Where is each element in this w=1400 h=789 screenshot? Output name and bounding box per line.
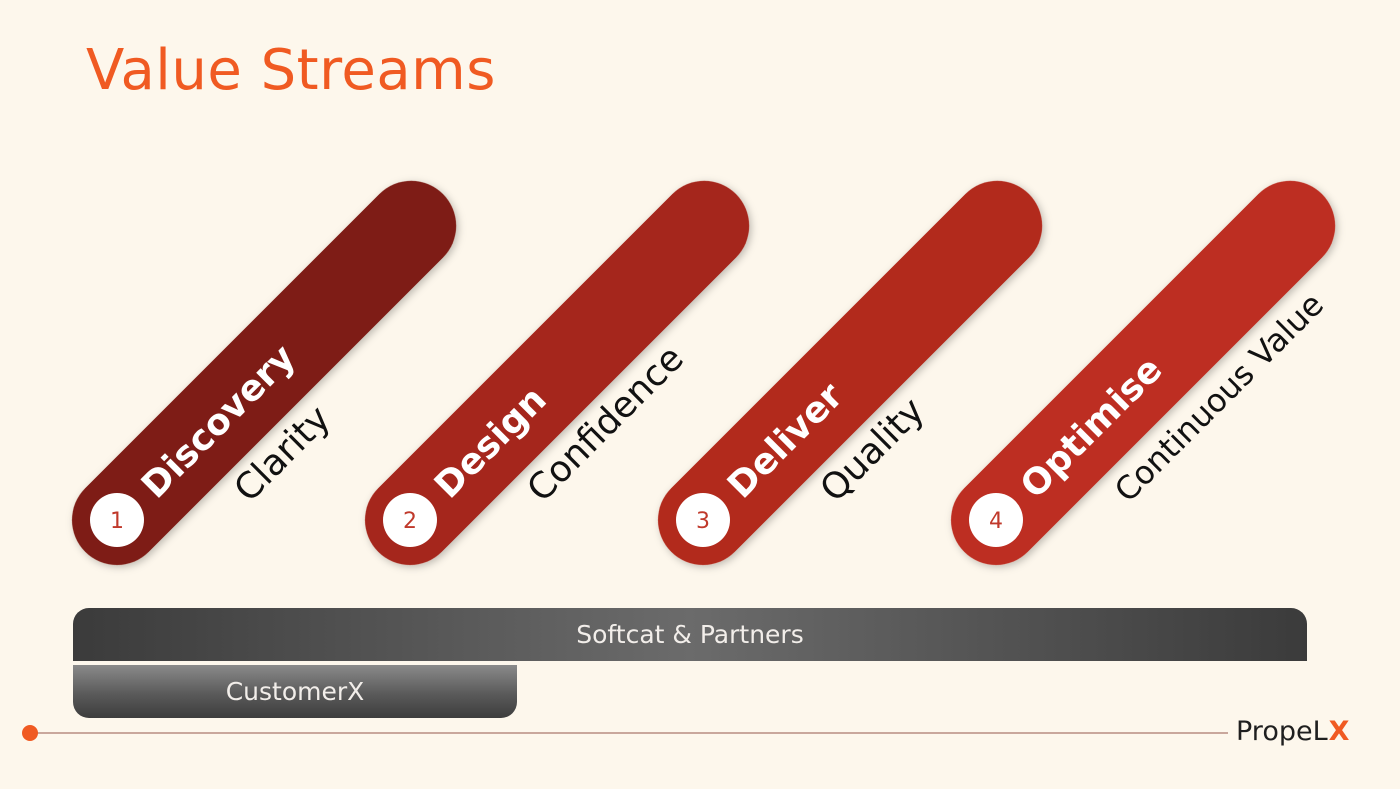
logo-mark-icon: X: [1328, 715, 1350, 747]
partners-label: Softcat & Partners: [576, 620, 804, 649]
step-badge: [969, 493, 1023, 547]
customer-label: CustomerX: [225, 677, 365, 706]
step-number: 4: [989, 509, 1003, 534]
step-badge: [90, 493, 144, 547]
step-badge: [383, 493, 437, 547]
step-badge: [676, 493, 730, 547]
stream-pill: [658, 180, 1043, 565]
customer-bar: CustomerX: [73, 665, 517, 718]
timeline-line: [30, 732, 1228, 734]
page-title: Value Streams: [86, 38, 496, 103]
step-number: 1: [110, 509, 124, 534]
stream-pill: [365, 180, 750, 565]
step-number: 2: [403, 509, 417, 534]
step-number: 3: [696, 509, 710, 534]
logo-text: PropeL: [1236, 715, 1328, 747]
partners-bar: Softcat & Partners: [73, 608, 1307, 661]
stream-pill: [951, 180, 1336, 565]
stream-pill: [72, 180, 457, 565]
timeline-start-dot: [22, 725, 38, 741]
